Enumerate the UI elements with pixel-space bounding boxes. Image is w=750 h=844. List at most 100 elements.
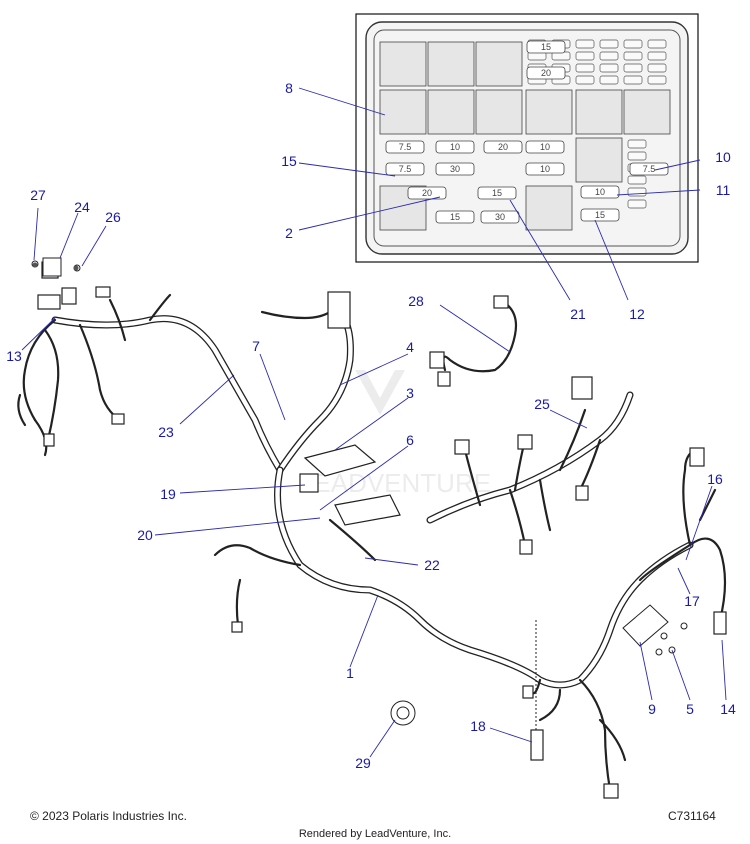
fuse-rating: 7.5	[643, 164, 656, 174]
fuse-rating: 20	[498, 142, 508, 152]
fuse: 15	[580, 208, 620, 222]
callout-10: 10	[715, 149, 731, 165]
fuse-slot	[647, 75, 667, 85]
fuse-slot	[627, 175, 647, 185]
fuse-box-rim	[373, 29, 681, 247]
fuse-rating: 10	[540, 164, 550, 174]
callout-13: 13	[6, 348, 22, 364]
relay-block	[525, 185, 573, 231]
callout-12: 12	[629, 306, 645, 322]
callout-7: 7	[252, 338, 260, 354]
fuse-slot	[627, 199, 647, 209]
callout-16: 16	[707, 471, 723, 487]
callout-18: 18	[470, 718, 486, 734]
fuse-rating: 15	[541, 42, 551, 52]
callout-11: 11	[716, 182, 731, 198]
callout-3: 3	[406, 385, 414, 401]
fuse-slot	[599, 39, 619, 49]
callout-27: 27	[30, 187, 46, 203]
relay-block	[475, 89, 523, 135]
fuse-slot	[627, 139, 647, 149]
callout-28: 28	[408, 293, 424, 309]
fuse-rating: 7.5	[399, 164, 412, 174]
fuse-slot	[623, 51, 643, 61]
fuse-rating: 15	[492, 188, 502, 198]
fuse-slot	[575, 39, 595, 49]
fuse: 10	[525, 140, 565, 154]
diagram-code: C731164	[668, 809, 716, 823]
rendered-by: Rendered by LeadVenture, Inc.	[298, 828, 452, 840]
callout-5: 5	[686, 701, 694, 717]
callout-4: 4	[406, 339, 414, 355]
callout-1: 1	[346, 665, 354, 681]
relay-blocks	[379, 39, 671, 231]
connector	[37, 294, 61, 310]
fuse: 15	[477, 186, 517, 200]
callout-9: 9	[648, 701, 656, 717]
relay-block	[623, 89, 671, 135]
relay-block	[475, 41, 523, 87]
fuse: 7.5	[385, 162, 425, 176]
callout-19: 19	[160, 486, 176, 502]
fuse: 20	[407, 186, 447, 200]
watermark: LEADVENTURE	[299, 370, 491, 498]
callout-2: 2	[285, 225, 293, 241]
fuse-slot	[599, 75, 619, 85]
leader-lines	[21, 87, 727, 758]
relay-block	[379, 41, 427, 87]
fuse-slot	[575, 63, 595, 73]
callout-25: 25	[534, 396, 550, 412]
fuse-rating: 15	[595, 210, 605, 220]
callout-23: 23	[158, 424, 174, 440]
fuse-box-cover	[303, 444, 377, 477]
fuse-slot	[623, 39, 643, 49]
fuse: 15	[435, 210, 475, 224]
callout-15: 15	[281, 153, 297, 169]
fuse-slot	[647, 51, 667, 61]
grommet-plate	[622, 604, 669, 647]
fuse-slot	[647, 63, 667, 73]
fuse-holder	[530, 729, 544, 761]
main-connector	[327, 291, 351, 329]
fuse-slot	[647, 39, 667, 49]
relay-block	[575, 89, 623, 135]
fuse-slot	[599, 51, 619, 61]
relay-block	[427, 41, 475, 87]
callout-8: 8	[285, 80, 293, 96]
relay-block	[575, 137, 623, 183]
fuse-slot	[599, 63, 619, 73]
fuse-slot	[623, 63, 643, 73]
callout-labels: 27 24 26 13 8 15 2 10 11 21 12 28 7 4 3 …	[6, 80, 736, 771]
callout-24: 24	[74, 199, 90, 215]
fuse: 30	[480, 210, 520, 224]
fuse-slot	[575, 75, 595, 85]
fuse: 15	[526, 40, 566, 54]
fuse-rating: 30	[450, 164, 460, 174]
fuse: 20	[526, 66, 566, 80]
callout-21: 21	[570, 306, 586, 322]
fuse-rating: 30	[495, 212, 505, 222]
callout-29: 29	[355, 755, 371, 771]
callout-14: 14	[720, 701, 736, 717]
fuse: 7.5	[629, 162, 669, 176]
fuse-rating: 20	[541, 68, 551, 78]
fuse-rating: 15	[450, 212, 460, 222]
grommet	[390, 700, 416, 726]
fuse-slot	[627, 151, 647, 161]
fuse-rating: 10	[450, 142, 460, 152]
fuse-rating: 10	[540, 142, 550, 152]
fuse-slot	[575, 51, 595, 61]
callout-22: 22	[424, 557, 440, 573]
relay-block	[525, 89, 573, 135]
fuse: 7.5	[385, 140, 425, 154]
relay-block	[427, 89, 475, 135]
callout-6: 6	[406, 432, 414, 448]
relay-module	[334, 494, 401, 526]
wiring-harness-assembly	[17, 257, 727, 799]
fuse: 10	[525, 162, 565, 176]
copyright-notice: © 2023 Polaris Industries Inc.	[30, 809, 187, 823]
